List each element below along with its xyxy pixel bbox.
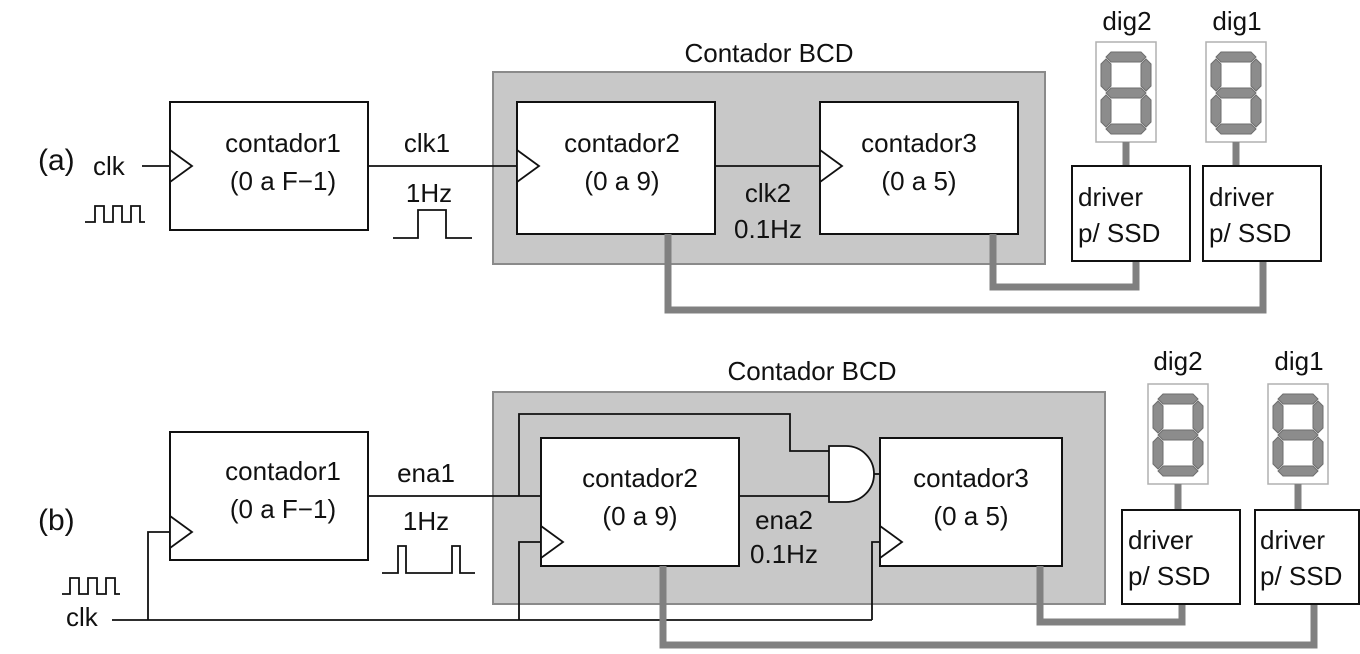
driver-box-dig2-b bbox=[1121, 509, 1241, 605]
signal1-name-a: clk1 bbox=[404, 128, 450, 158]
driver-line1-dig2-b: driver bbox=[1128, 525, 1193, 555]
seven-segment-display-icon-b1 bbox=[1267, 383, 1329, 485]
counter3-box-b bbox=[879, 437, 1063, 567]
ena1-to-and-b bbox=[518, 413, 829, 496]
counter2-name-a: contador2 bbox=[564, 128, 680, 158]
bus-counter3-to-dig2-a bbox=[989, 234, 1140, 291]
counter1-name-a: contador1 bbox=[225, 128, 341, 158]
digit1-label-a: dig1 bbox=[1212, 6, 1261, 36]
digit2-label-a: dig2 bbox=[1102, 6, 1151, 36]
counter3-range-a: (0 a 5) bbox=[881, 166, 956, 196]
clk-label-a: clk bbox=[93, 151, 126, 181]
driver-box-dig1-b bbox=[1254, 509, 1360, 605]
clock-input-icon-a3 bbox=[819, 148, 844, 184]
bus-counter3-to-dig2-b bbox=[1036, 566, 1186, 626]
driver-box-dig1-a bbox=[1202, 165, 1322, 262]
counter3-range-b: (0 a 5) bbox=[933, 501, 1008, 531]
signal2-name-a: clk2 bbox=[745, 178, 791, 208]
bus-counter2-to-dig1-a bbox=[664, 234, 1267, 314]
counter2-range-a: (0 a 9) bbox=[584, 166, 659, 196]
signal1-freq-b: 1Hz bbox=[403, 506, 449, 536]
digit1-label-b: dig1 bbox=[1274, 346, 1323, 376]
counter2-name-b: contador2 bbox=[582, 463, 698, 493]
driver-line1-dig1-a: driver bbox=[1209, 182, 1274, 212]
counter2-range-b: (0 a 9) bbox=[602, 501, 677, 531]
seven-segment-display-icon-b2 bbox=[1147, 383, 1209, 485]
bus-counter2-to-dig1-b bbox=[659, 566, 1318, 649]
and-gate-icon bbox=[828, 445, 875, 503]
signal2-name-b: ena2 bbox=[755, 505, 813, 535]
driver-line1-dig1-b: driver bbox=[1260, 525, 1325, 555]
clk-to-counter1-b bbox=[147, 531, 170, 620]
counter3-name-b: contador3 bbox=[913, 463, 1029, 493]
counter1-box-a bbox=[169, 101, 369, 231]
counter1-range-a: (0 a F−1) bbox=[230, 166, 336, 196]
signal1-name-b: ena1 bbox=[397, 458, 455, 488]
clock-input-icon-a2 bbox=[516, 148, 541, 184]
clk-pulse-icon-a bbox=[85, 205, 145, 223]
driver-line2-dig2-b: p/ SSD bbox=[1128, 561, 1210, 591]
bcd-title-a: Contador BCD bbox=[684, 38, 853, 68]
panel-tag-b: (b) bbox=[38, 504, 75, 537]
clk-to-counter2-b bbox=[518, 541, 541, 620]
counter2-box-b bbox=[540, 437, 740, 567]
bcd-title-b: Contador BCD bbox=[727, 356, 896, 386]
signal1-freq-a: 1Hz bbox=[406, 178, 452, 208]
driver-line2-dig2-a: p/ SSD bbox=[1078, 218, 1160, 248]
clock-input-icon-b2 bbox=[540, 524, 565, 560]
counter3-name-a: contador3 bbox=[861, 128, 977, 158]
signal2-freq-a: 0.1Hz bbox=[734, 214, 802, 244]
counter2-box-a bbox=[516, 101, 716, 235]
counter1-name-b: contador1 bbox=[225, 456, 341, 486]
ena1-pulse-icon-b bbox=[382, 545, 475, 574]
clock-input-icon-a1 bbox=[169, 148, 194, 184]
clock-input-icon-b3 bbox=[879, 524, 904, 560]
panel-tag-a: (a) bbox=[38, 144, 75, 177]
seven-segment-display-icon-a1 bbox=[1205, 41, 1267, 143]
driver-line1-dig2-a: driver bbox=[1078, 182, 1143, 212]
digit2-label-b: dig2 bbox=[1153, 346, 1202, 376]
clk1-pulse-icon-a bbox=[393, 209, 472, 239]
clk-label-b: clk bbox=[66, 602, 99, 632]
clk-pulse-icon-b bbox=[62, 577, 120, 595]
seven-segment-display-icon-a2 bbox=[1095, 41, 1157, 143]
driver-line2-dig1-a: p/ SSD bbox=[1209, 218, 1291, 248]
panel-a: Contador BCD (a) clk contador1 (0 a F−1)… bbox=[38, 6, 1322, 314]
panel-b: Contador BCD (b) clk contador1 (0 a F−1)… bbox=[38, 346, 1360, 649]
clk-to-counter3-b bbox=[871, 541, 880, 620]
clock-input-icon-b1 bbox=[169, 514, 194, 550]
driver-line2-dig1-b: p/ SSD bbox=[1260, 561, 1342, 591]
driver-box-dig2-a bbox=[1071, 165, 1191, 262]
counter1-range-b: (0 a F−1) bbox=[230, 494, 336, 524]
signal2-freq-b: 0.1Hz bbox=[750, 539, 818, 569]
counter1-box-b bbox=[169, 431, 369, 561]
